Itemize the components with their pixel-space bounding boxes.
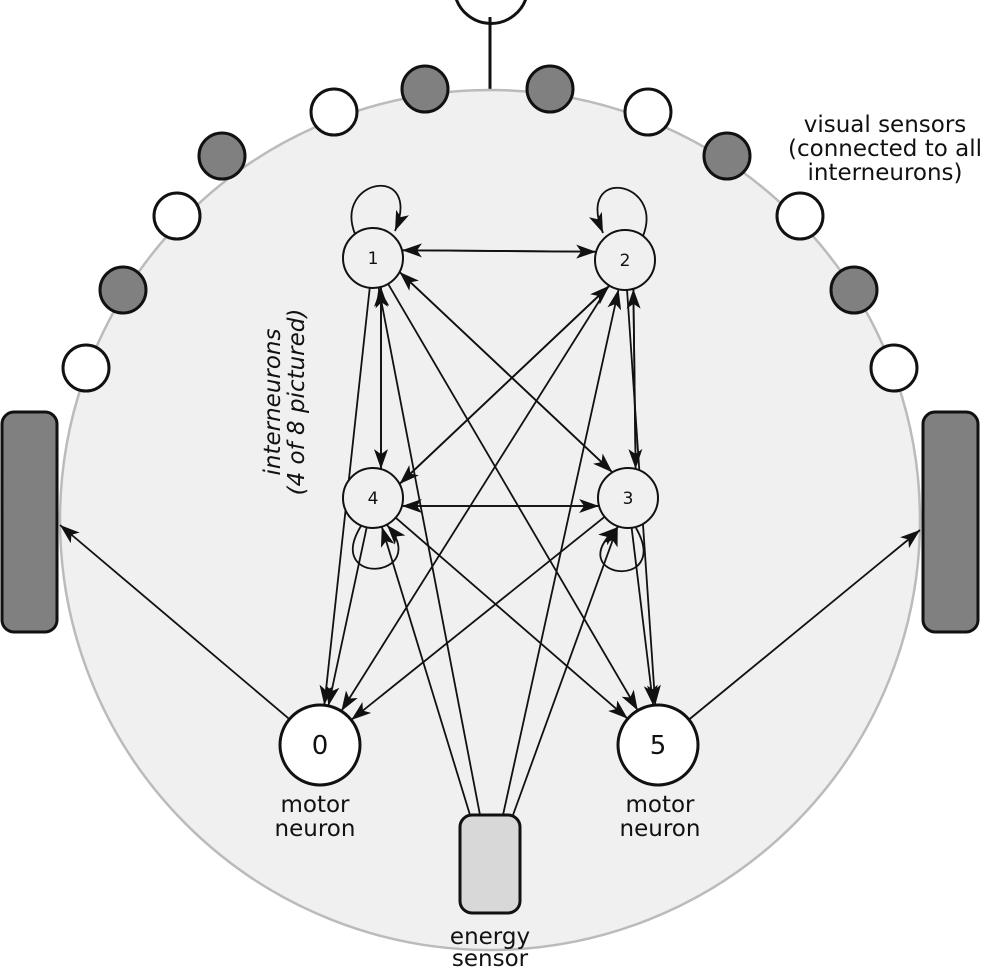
interneurons-label: interneurons (4 of 8 pictured): [260, 287, 310, 517]
label-line: neuron: [619, 816, 701, 842]
motor-neuron-right-label: motor neuron: [590, 793, 730, 841]
visual-sensor-white: [623, 87, 673, 137]
visual-sensor-white: [152, 191, 202, 241]
edge-2-to-1: [401, 243, 597, 258]
visual-sensor-gray: [400, 64, 450, 114]
visual-sensor-gray: [702, 131, 752, 181]
visual-sensor-white: [869, 343, 919, 393]
motor-neuron-0: 0: [278, 703, 362, 787]
edge-3-to-1: [398, 271, 614, 474]
self-loop-1: [350, 184, 410, 235]
visual-sensors-label: visual sensors (connected to all interne…: [770, 113, 1000, 185]
visual-sensor-gray: [197, 131, 247, 181]
edge-3-to-5: [630, 527, 658, 706]
visual-sensor-white: [775, 191, 825, 241]
neuron-label: 2: [620, 251, 631, 271]
label-line: interneurons: [260, 328, 286, 476]
edge-E-to-2: [502, 289, 622, 816]
label-line: (connected to all: [788, 136, 982, 162]
edge-5-to-WR: [688, 529, 921, 721]
edge-E-to-4: [380, 526, 471, 816]
visual-sensor-gray: [98, 265, 148, 315]
self-loop-3: [598, 526, 645, 573]
label-line: energy: [449, 924, 531, 950]
motor-neuron-5: 5: [616, 703, 700, 787]
edge-4-to-0: [325, 527, 368, 707]
edge-E-to-1: [375, 287, 481, 816]
energy-sensor: [458, 813, 522, 915]
motor-neuron-left-label: motor neuron: [245, 793, 385, 841]
neuron-label: 3: [623, 489, 634, 509]
edge-0-to-WL: [59, 524, 291, 720]
self-loop-4: [352, 524, 406, 570]
label-line: motor: [625, 792, 695, 818]
edge-4-to-5: [395, 516, 629, 720]
left-wheel: [0, 410, 59, 634]
edge-3-to-2: [626, 288, 641, 469]
interneuron-1: 1: [342, 227, 404, 289]
right-wheel: [921, 410, 980, 634]
visual-sensor-gray: [525, 64, 575, 114]
interneuron-2: 2: [594, 229, 656, 291]
edge-4-to-2: [398, 285, 611, 485]
interneuron-3: 3: [597, 467, 659, 529]
label-line: motor: [280, 792, 350, 818]
edge-1-to-5: [387, 283, 639, 711]
interneuron-4: 4: [342, 467, 404, 529]
self-loop-2: [588, 186, 648, 237]
label-line: visual sensors: [803, 112, 967, 138]
energy-sensor-label: energy sensor: [420, 924, 560, 972]
neuron-label: 0: [312, 731, 329, 761]
visual-sensor-gray: [829, 265, 879, 315]
visual-sensor-white: [309, 87, 359, 137]
neuron-label: 4: [368, 489, 379, 509]
edge-3-to-0: [350, 516, 606, 721]
label-line: sensor: [451, 946, 529, 972]
label-line: interneurons): [807, 160, 963, 186]
label-line: neuron: [274, 816, 356, 842]
neuron-label: 1: [368, 249, 379, 269]
neuron-label: 5: [650, 731, 667, 761]
robot-body: [58, 88, 922, 952]
label-line: (4 of 8 pictured): [284, 308, 310, 496]
edge-2-to-0: [340, 284, 610, 712]
visual-sensor-white: [61, 343, 111, 393]
edge-E-to-3: [512, 525, 619, 816]
